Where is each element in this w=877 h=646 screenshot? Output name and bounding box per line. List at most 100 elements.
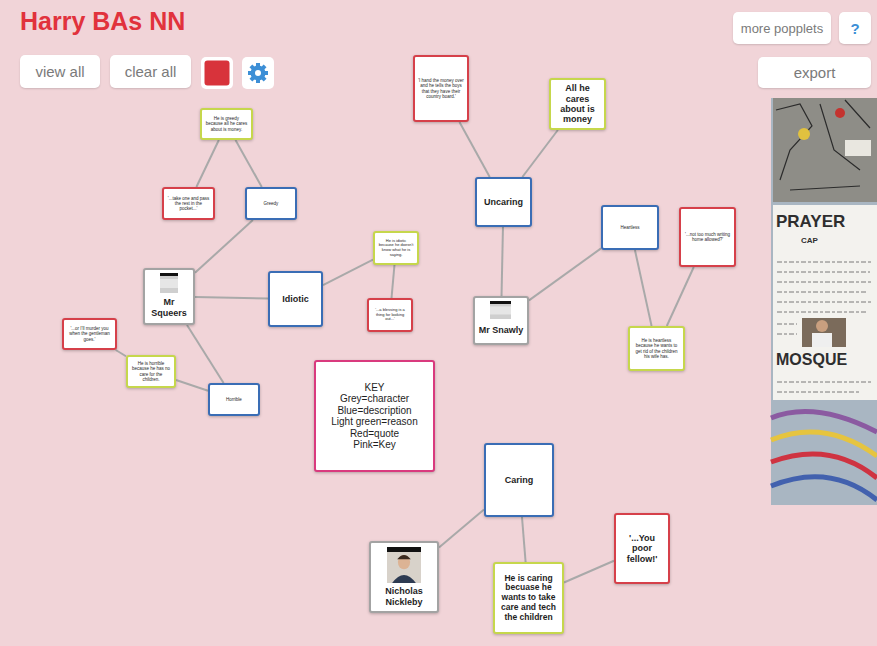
picture-bar [490,301,511,304]
picture-shirt [392,575,416,583]
node-text: He is horrible because he has no care fo… [131,361,171,382]
character-picture [490,301,511,319]
connector-line [196,140,218,187]
connector-line [529,248,601,300]
poster-wave [771,454,877,478]
page-title: Harry BAs NN [20,7,185,36]
toolbar-button: clear all [110,55,191,88]
node-text: Idiotic [282,294,309,304]
toolbar-button: more popplets [733,12,831,44]
quote-box: '...You poor fellow!' [614,513,670,584]
poster-paper [773,205,877,400]
poster-wave [771,477,877,500]
node-text: Uncaring [484,197,523,207]
node-text: Mr Squeers [148,297,190,318]
node-text: All he cares about is money [554,83,601,124]
picture-band [490,306,511,314]
button-ground [201,57,233,89]
connector-line [667,267,694,326]
node-text: He is greedy because all he cares about … [205,116,248,132]
description-box: Greedy [245,187,297,220]
character-box: Nicholas Nickleby [369,541,439,613]
poster-wave [771,412,877,432]
picture-ground [160,273,178,293]
connector-line [439,510,484,548]
sketch-dot [835,108,845,118]
gear-icon [248,63,268,83]
connector-line [235,140,261,187]
character-box: Mr Snawly [473,296,529,345]
node-text: Caring [505,475,534,485]
gear-tooth [250,65,267,82]
node-text: Red=quote [350,428,399,440]
connector-line [635,250,652,326]
man-robe [812,333,832,347]
node-text: Blue=description [337,405,411,417]
character-box: Mr Squeers [143,268,195,325]
gear-hole [255,70,261,76]
color-swatch [205,61,230,86]
node-text: Nicholas Nickleby [374,586,434,607]
sketch-sun [798,128,810,140]
node-text: He is idiotic because he doesn't know wh… [378,239,414,257]
poster-photo [771,98,877,505]
picture-band [160,279,178,288]
description-box: Uncaring [475,177,532,227]
color-button [201,57,233,89]
connector-line [195,297,268,298]
node-text: '...a blessing is a thing for looking ou… [372,308,408,322]
reason-box: He is greedy because all he cares about … [200,108,253,140]
settings-button [242,57,274,89]
connector-line [323,260,373,285]
node-text: Heartless [620,225,639,230]
help-button: ? [839,12,871,44]
quote-box: '...a blessing is a thing for looking ou… [367,298,413,332]
handwriting [777,262,872,392]
node-text: '...not too much writing home allowed?' [684,232,731,242]
node-text: Light green=reason [331,416,417,428]
node-text: Horrible [226,397,242,402]
poster-subheading: CAP [801,237,818,245]
connector-line [392,265,395,298]
quote-box: '...take one and pass the rest in the po… [162,187,215,220]
description-box: Horrible [208,383,260,416]
node-text: He is heartless because he wants to get … [633,338,680,359]
node-text: '...You poor fellow!' [619,533,665,564]
quote-box: '...or I'll murder you when the gentlema… [62,318,117,350]
key-box: KEYGrey=characterBlue=descriptionLight g… [314,360,435,472]
picture-face [398,555,410,569]
gear-tooth [250,65,267,82]
man-head [816,320,828,332]
connector-line [187,325,224,383]
picture-ground [387,547,421,583]
connector-line [502,227,503,296]
sketch-note [845,140,871,156]
node-text: '...or I'll murder you when the gentlema… [67,326,112,342]
node-text: Mr Snawly [479,325,524,335]
connector-line [522,517,526,562]
quote-box: '...not too much writing home allowed?' [679,207,736,267]
key-heading: KEY [364,382,384,394]
toolbar-button: view all [20,55,100,88]
gear-body [251,66,266,81]
picture-bar [387,547,421,552]
man-photo [802,318,846,347]
description-box: Heartless [601,205,659,250]
reason-box: He is heartless because he wants to get … [628,326,685,371]
node-text: Grey=character [340,393,409,405]
node-text: He is caring becuase he wants to take ca… [498,574,559,623]
quote-box: 'I hand the money over and he tells the … [413,55,469,122]
description-box: Caring [484,443,554,517]
node-text: '...take one and pass the rest in the po… [167,196,210,212]
node-text: Greedy [264,201,279,206]
reason-box: He is caring becuase he wants to take ca… [493,562,564,634]
connector-line [195,220,253,273]
character-picture [387,547,421,583]
description-box: Idiotic [268,271,323,327]
connector-line [176,380,208,391]
connector-line [522,130,557,177]
poster-heading: MOSQUE [776,352,847,368]
photo-ground [771,98,877,505]
reason-box: He is horrible because he has no care fo… [126,355,176,388]
